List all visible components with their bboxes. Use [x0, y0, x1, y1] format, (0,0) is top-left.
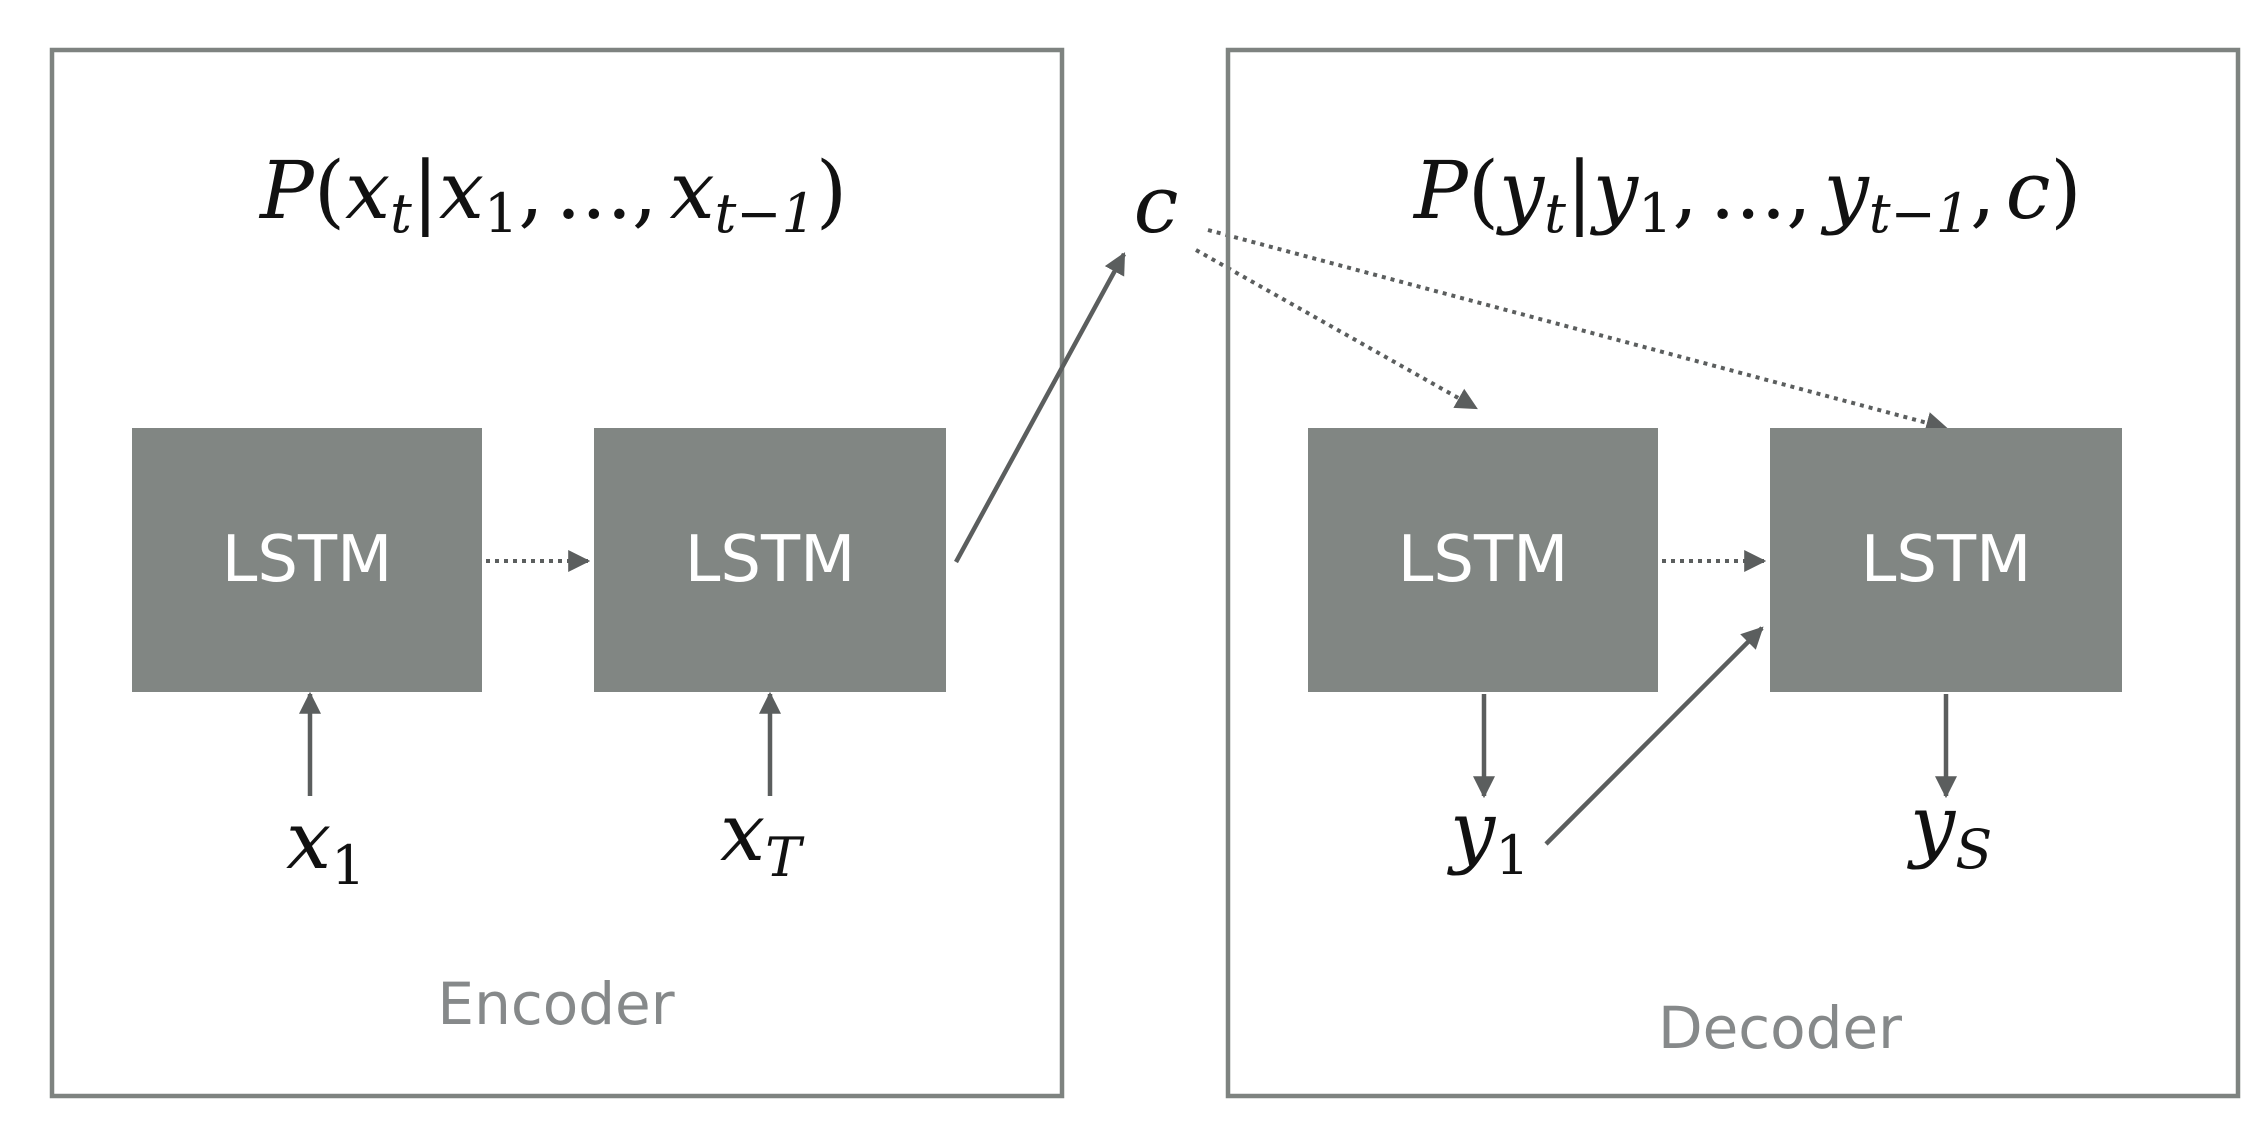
context-vector-c: c	[1134, 158, 1179, 251]
decoder-formula-sep2: ,	[1786, 144, 1811, 237]
encoder-frame	[49, 47, 1065, 1099]
decoder-formula: P(yt|y1,...,yt−1,c)	[1412, 144, 2082, 245]
decoder-output-y1: y1	[1447, 784, 1530, 887]
encoder-label: Encoder	[437, 970, 674, 1038]
encoder-formula-close: )	[816, 144, 847, 237]
decoder-lstm-1: LSTM	[1308, 428, 1658, 692]
context-to-decoder-2-arrow	[1207, 228, 1949, 434]
encoder-formula-dots: ...	[556, 144, 632, 237]
encoder-input-x1: x1	[286, 794, 365, 897]
encoder-formula: P(xt|x1,...,xt−1)	[258, 144, 847, 245]
encoder-formula-x1: x	[439, 144, 484, 237]
encoder-formula-sep2: ,	[632, 144, 657, 237]
encoder-formula-t: t	[390, 182, 412, 245]
decoder-output-yS-var: y	[1907, 778, 1957, 871]
encoder-input-x1-var: x	[286, 794, 331, 887]
decoder-output-y1-sub: 1	[1495, 824, 1529, 887]
decoder-output-yS: yS	[1907, 778, 1992, 881]
decoder-formula-open: (	[1468, 144, 1499, 237]
encoder-lstm-2-label: LSTM	[685, 523, 856, 597]
decoder-output-y1-var: y	[1447, 784, 1497, 877]
decoder-formula-y: y	[1496, 144, 1546, 237]
decoder-frame	[1225, 47, 2241, 1099]
decoder-formula-c: c	[2006, 144, 2051, 237]
encoder-formula-x2: x	[669, 144, 714, 237]
context-to-decoder-1-arrow	[1195, 248, 1478, 410]
encoder-lstm-2-box	[594, 428, 946, 692]
decoder-lstm-2-box	[1770, 428, 2122, 692]
decoder-formula-p: P	[1412, 144, 1469, 237]
encoder-formula-p: P	[258, 144, 315, 237]
encoder-panel: P(xt|x1,...,xt−1) LSTM LSTM x1 xT Encode…	[49, 47, 1065, 1099]
decoder-formula-tminus1: t−1	[1869, 182, 1970, 245]
encoder-formula-x: x	[345, 144, 390, 237]
decoder-lstm-2-label: LSTM	[1861, 523, 2032, 597]
encoder-input-x1-sub: 1	[331, 834, 365, 897]
decoder-formula-dots: ...	[1710, 144, 1786, 237]
decoder-formula-bar: |	[1566, 144, 1593, 237]
decoder-panel: P(yt|y1,...,yt−1,c) LSTM LSTM y1 yS Deco…	[1225, 47, 2241, 1099]
encoder-lstm-1-label: LSTM	[222, 523, 393, 597]
decoder-formula-y2: y	[1821, 144, 1871, 237]
decoder-formula-t: t	[1544, 182, 1566, 245]
encoder-input-xT-sub: T	[765, 826, 805, 889]
encoder-formula-one: 1	[484, 182, 518, 245]
decoder-lstm-1-box	[1308, 428, 1658, 692]
encoder-formula-sep1: ,	[518, 144, 543, 237]
encoder-lstm-1-box	[132, 428, 482, 692]
encoder-formula-bar: |	[412, 144, 439, 237]
decoder-formula-close: )	[2050, 144, 2081, 237]
decoder-lstm-2: LSTM	[1770, 428, 2122, 692]
encoder-formula-tminus1: t−1	[715, 182, 816, 245]
encoder-formula-open: (	[314, 144, 345, 237]
decoder-output-yS-sub: S	[1955, 818, 1992, 881]
encoder-input-xT: xT	[720, 786, 805, 889]
decoder-lstm-1-label: LSTM	[1398, 523, 1569, 597]
encoder-lstm-1: LSTM	[132, 428, 482, 692]
decoder-formula-y1: y	[1590, 144, 1640, 237]
decoder-formula-sep1: ,	[1672, 144, 1697, 237]
decoder-label: Decoder	[1658, 994, 1902, 1062]
decoder-feedback-arrow	[1544, 626, 1764, 846]
decoder-formula-one: 1	[1638, 182, 1672, 245]
encoder-to-context-arrow	[954, 252, 1126, 564]
decoder-formula-sep3: ,	[1970, 144, 1995, 237]
encoder-lstm-2: LSTM	[594, 428, 946, 692]
encoder-input-xT-var: x	[720, 786, 765, 879]
